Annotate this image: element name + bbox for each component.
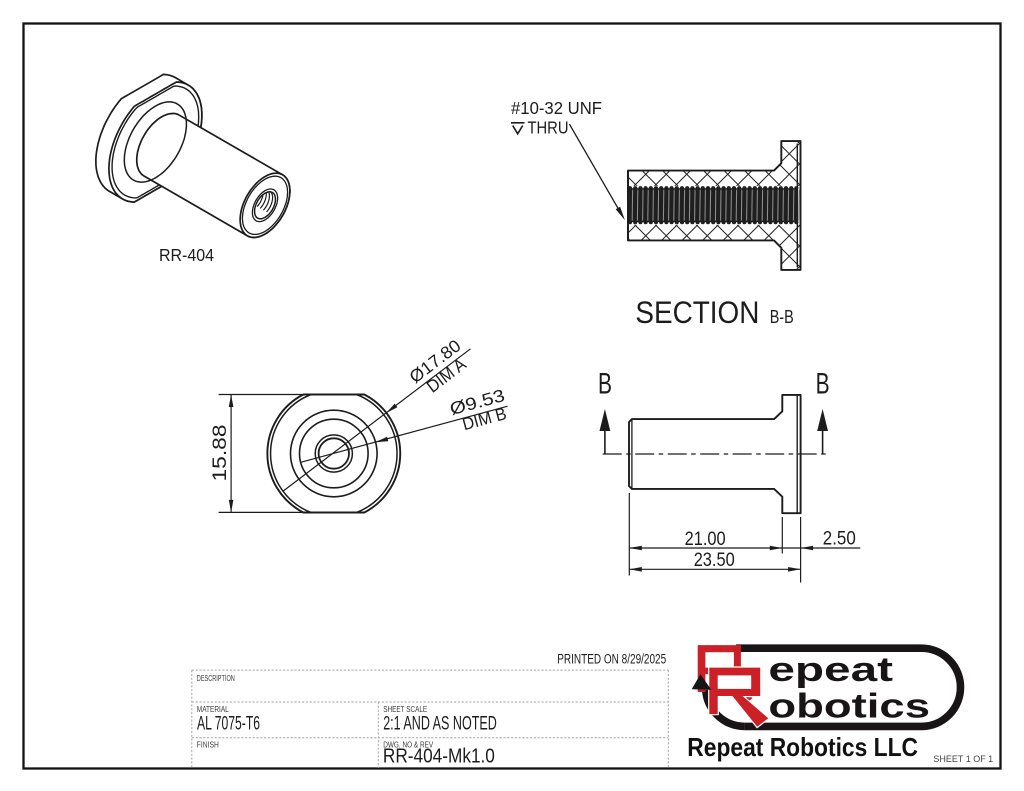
svg-text:DWG. NO & REV: DWG. NO & REV — [383, 741, 434, 750]
svg-text:B: B — [816, 367, 830, 400]
svg-text:epeat: epeat — [768, 651, 893, 689]
svg-text:SHEET SCALE: SHEET SCALE — [383, 705, 427, 714]
svg-text:Repeat Robotics LLC: Repeat Robotics LLC — [687, 732, 918, 762]
svg-text:RR-404-Mk1.0: RR-404-Mk1.0 — [383, 746, 495, 768]
svg-text:23.50: 23.50 — [694, 550, 735, 571]
svg-text:RR-404: RR-404 — [159, 245, 214, 265]
svg-text:SHEET 1 OF 1: SHEET 1 OF 1 — [933, 754, 993, 765]
svg-text:21.00: 21.00 — [685, 529, 726, 550]
svg-text:DESCRIPTION: DESCRIPTION — [197, 674, 235, 683]
svg-text:obotics: obotics — [768, 687, 930, 725]
svg-text:PRINTED ON 8/29/2025: PRINTED ON 8/29/2025 — [557, 651, 666, 666]
svg-text:AL 7075-T6: AL 7075-T6 — [197, 714, 260, 735]
svg-text:2.50: 2.50 — [823, 529, 856, 550]
svg-text:B-B: B-B — [770, 306, 794, 327]
svg-text:15.88: 15.88 — [210, 425, 231, 482]
svg-text:B: B — [598, 367, 612, 400]
svg-text:SECTION: SECTION — [635, 294, 759, 330]
svg-text:FINISH: FINISH — [197, 741, 219, 750]
svg-text:2:1 AND AS NOTED: 2:1 AND AS NOTED — [383, 714, 497, 735]
svg-text:#10-32 UNF: #10-32 UNF — [511, 98, 602, 118]
svg-text:MATERIAL: MATERIAL — [197, 705, 229, 714]
svg-text:THRU: THRU — [528, 118, 569, 138]
